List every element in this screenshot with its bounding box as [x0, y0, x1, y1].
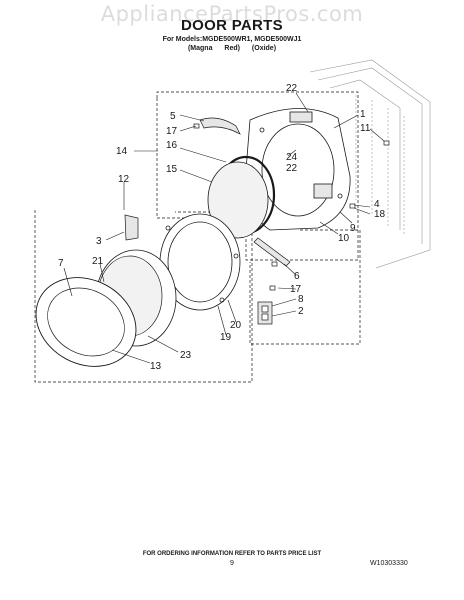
callout-number: 24: [286, 152, 298, 163]
hinge-bracket: [124, 214, 139, 241]
callout-number: 23: [180, 350, 192, 361]
page-number: 9: [230, 560, 234, 567]
callout-number: 5: [170, 111, 176, 122]
callout-number: 2: [298, 306, 304, 317]
assembly-box-right: [249, 229, 361, 345]
handle-strip-upper: [199, 117, 241, 135]
callout-number: 4: [374, 199, 380, 210]
callout-number: 9: [350, 223, 356, 234]
model-list: For Models:MGDE500WR1, MGDE500WJ1: [162, 36, 302, 43]
callout-number: 22: [286, 163, 298, 174]
callout-number: 17: [166, 126, 178, 137]
latch-assembly: [257, 301, 273, 325]
ordering-note: FOR ORDERING INFORMATION REFER TO PARTS …: [142, 551, 322, 557]
callout-number: 11: [360, 123, 371, 134]
model-colors: (Magna Red) (Oxide): [187, 45, 277, 52]
door-ring: [159, 213, 241, 311]
watermark: AppliancePartsPros.com: [100, 2, 364, 26]
outer-door: [35, 277, 137, 367]
callout-number: 19: [220, 332, 232, 343]
callout-number: 1: [360, 109, 366, 120]
outer-door-window: [47, 287, 125, 357]
callout-number: 7: [58, 258, 64, 269]
callout-number: 14: [116, 146, 128, 157]
callout-number: 8: [298, 294, 304, 305]
callout-number: 3: [96, 236, 102, 247]
callout-number: 18: [374, 209, 386, 220]
leader-lines: [63, 92, 385, 364]
callout-number: 15: [166, 164, 178, 175]
document-code: W10303330: [370, 560, 408, 567]
assembly-box-14: [156, 91, 359, 261]
callout-number: 13: [150, 361, 162, 372]
dryer-cabinet: [309, 59, 431, 269]
callout-number: 6: [294, 271, 300, 282]
callout-number: 20: [230, 320, 242, 331]
inner-glass: [207, 161, 269, 239]
callout-number: 16: [166, 140, 178, 151]
callout-number: 22: [286, 83, 298, 94]
callout-number: 10: [338, 233, 350, 244]
page-title: DOOR PARTS: [181, 17, 283, 34]
callout-number: 12: [118, 174, 130, 185]
callout-number: 17: [290, 284, 302, 295]
callout-number: 21: [92, 256, 104, 267]
screws: [193, 123, 390, 291]
